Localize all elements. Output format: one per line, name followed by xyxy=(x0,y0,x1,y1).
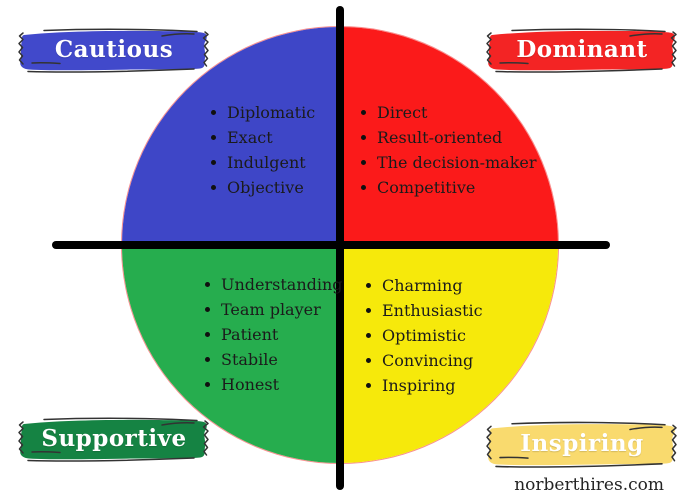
brush-stroke-icon xyxy=(486,28,677,73)
banner-inspiring: Inspiring xyxy=(482,418,682,468)
trait-item: Convincing xyxy=(364,352,483,369)
trait-item: Result-oriented xyxy=(359,129,537,146)
brush-stroke-icon xyxy=(486,421,677,468)
trait-item: Objective xyxy=(209,179,315,196)
trait-list-inspiring: Charming Enthusiastic Optimistic Convinc… xyxy=(364,277,483,402)
trait-item: Team player xyxy=(203,301,343,318)
banner-supportive: Supportive xyxy=(14,414,214,462)
trait-item: Honest xyxy=(203,376,343,393)
banner-cautious: Cautious xyxy=(14,25,214,73)
trait-list-cautious: Diplomatic Exact Indulgent Objective xyxy=(209,104,315,204)
trait-item: Optimistic xyxy=(364,327,483,344)
trait-item: Indulgent xyxy=(209,154,315,171)
horizontal-axis-line xyxy=(52,241,610,249)
banner-label-supportive: Supportive xyxy=(41,424,187,452)
banner-label-dominant: Dominant xyxy=(516,35,648,63)
trait-item: Patient xyxy=(203,326,343,343)
trait-item: Exact xyxy=(209,129,315,146)
trait-item: The decision-maker xyxy=(359,154,537,171)
trait-item: Direct xyxy=(359,104,537,121)
trait-item: Inspiring xyxy=(364,377,483,394)
banner-label-cautious: Cautious xyxy=(54,35,174,63)
banner-dominant: Dominant xyxy=(482,25,682,73)
brush-stroke-icon xyxy=(18,28,209,73)
trait-item: Charming xyxy=(364,277,483,294)
footer-credit: norberthires.com xyxy=(514,475,664,495)
trait-item: Diplomatic xyxy=(209,104,315,121)
brush-stroke-icon xyxy=(18,417,209,462)
trait-item: Competitive xyxy=(359,179,537,196)
trait-item: Enthusiastic xyxy=(364,302,483,319)
trait-item: Stabile xyxy=(203,351,343,368)
banner-label-inspiring: Inspiring xyxy=(520,429,644,457)
trait-list-dominant: Direct Result-oriented The decision-make… xyxy=(359,104,537,204)
trait-list-supportive: Understanding Team player Patient Stabil… xyxy=(203,276,343,401)
trait-item: Understanding xyxy=(203,276,343,293)
